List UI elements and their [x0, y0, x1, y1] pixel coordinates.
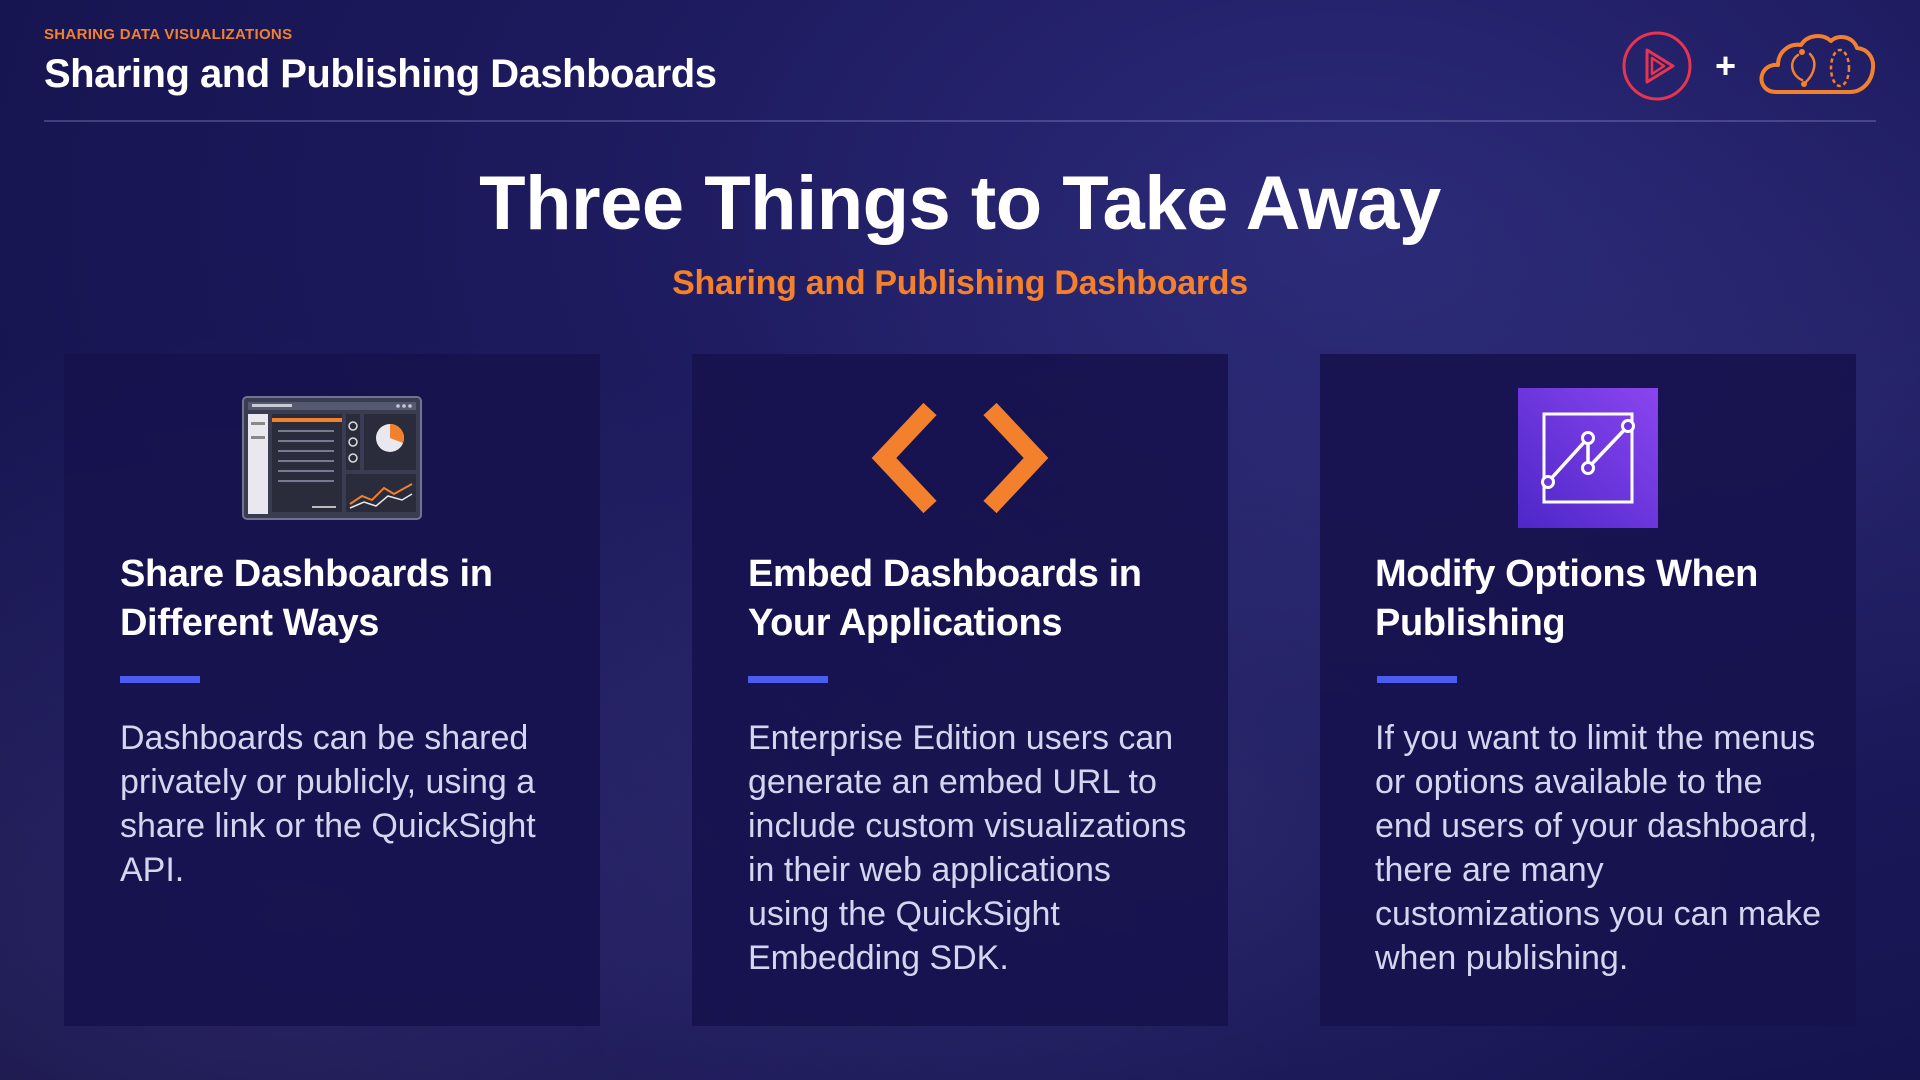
- header-title: Sharing and Publishing Dashboards: [44, 52, 717, 96]
- accent-bar: [1377, 676, 1457, 683]
- section-eyebrow: SHARING DATA VISUALIZATIONS: [44, 26, 293, 43]
- takeaway-card-publish: Modify Options When Publishing If you wa…: [1320, 354, 1856, 1026]
- analytics-chart-icon: [1518, 388, 1658, 528]
- card-description: Enterprise Edition users can generate an…: [748, 719, 1187, 977]
- takeaway-card-share: Share Dashboards in Different Ways Dashb…: [64, 354, 600, 1026]
- accent-bar: [748, 676, 828, 683]
- accent-bar: [120, 676, 200, 683]
- dashboard-screenshot-icon: [242, 396, 422, 520]
- pluralsight-logo-icon: [1622, 31, 1692, 101]
- brand-logos: +: [1621, 30, 1876, 102]
- code-brackets-icon: [871, 403, 1049, 513]
- card-description: Dashboards can be shared privately or pu…: [120, 719, 536, 889]
- card-title: Share Dashboards in Different Ways: [120, 553, 493, 644]
- slide-title: Three Things to Take Away: [479, 161, 1441, 246]
- slide-header: SHARING DATA VISUALIZATIONS Sharing and …: [44, 24, 1876, 122]
- aws-cloud-logo-icon: [1759, 34, 1876, 94]
- card-title: Embed Dashboards in Your Applications: [748, 553, 1142, 644]
- plus-sign: +: [1714, 45, 1736, 86]
- slide-subtitle: Sharing and Publishing Dashboards: [672, 264, 1248, 302]
- card-title: Modify Options When Publishing: [1375, 553, 1758, 644]
- card-description: If you want to limit the menus or option…: [1375, 719, 1821, 977]
- takeaway-card-embed: Embed Dashboards in Your Applications En…: [692, 354, 1228, 1026]
